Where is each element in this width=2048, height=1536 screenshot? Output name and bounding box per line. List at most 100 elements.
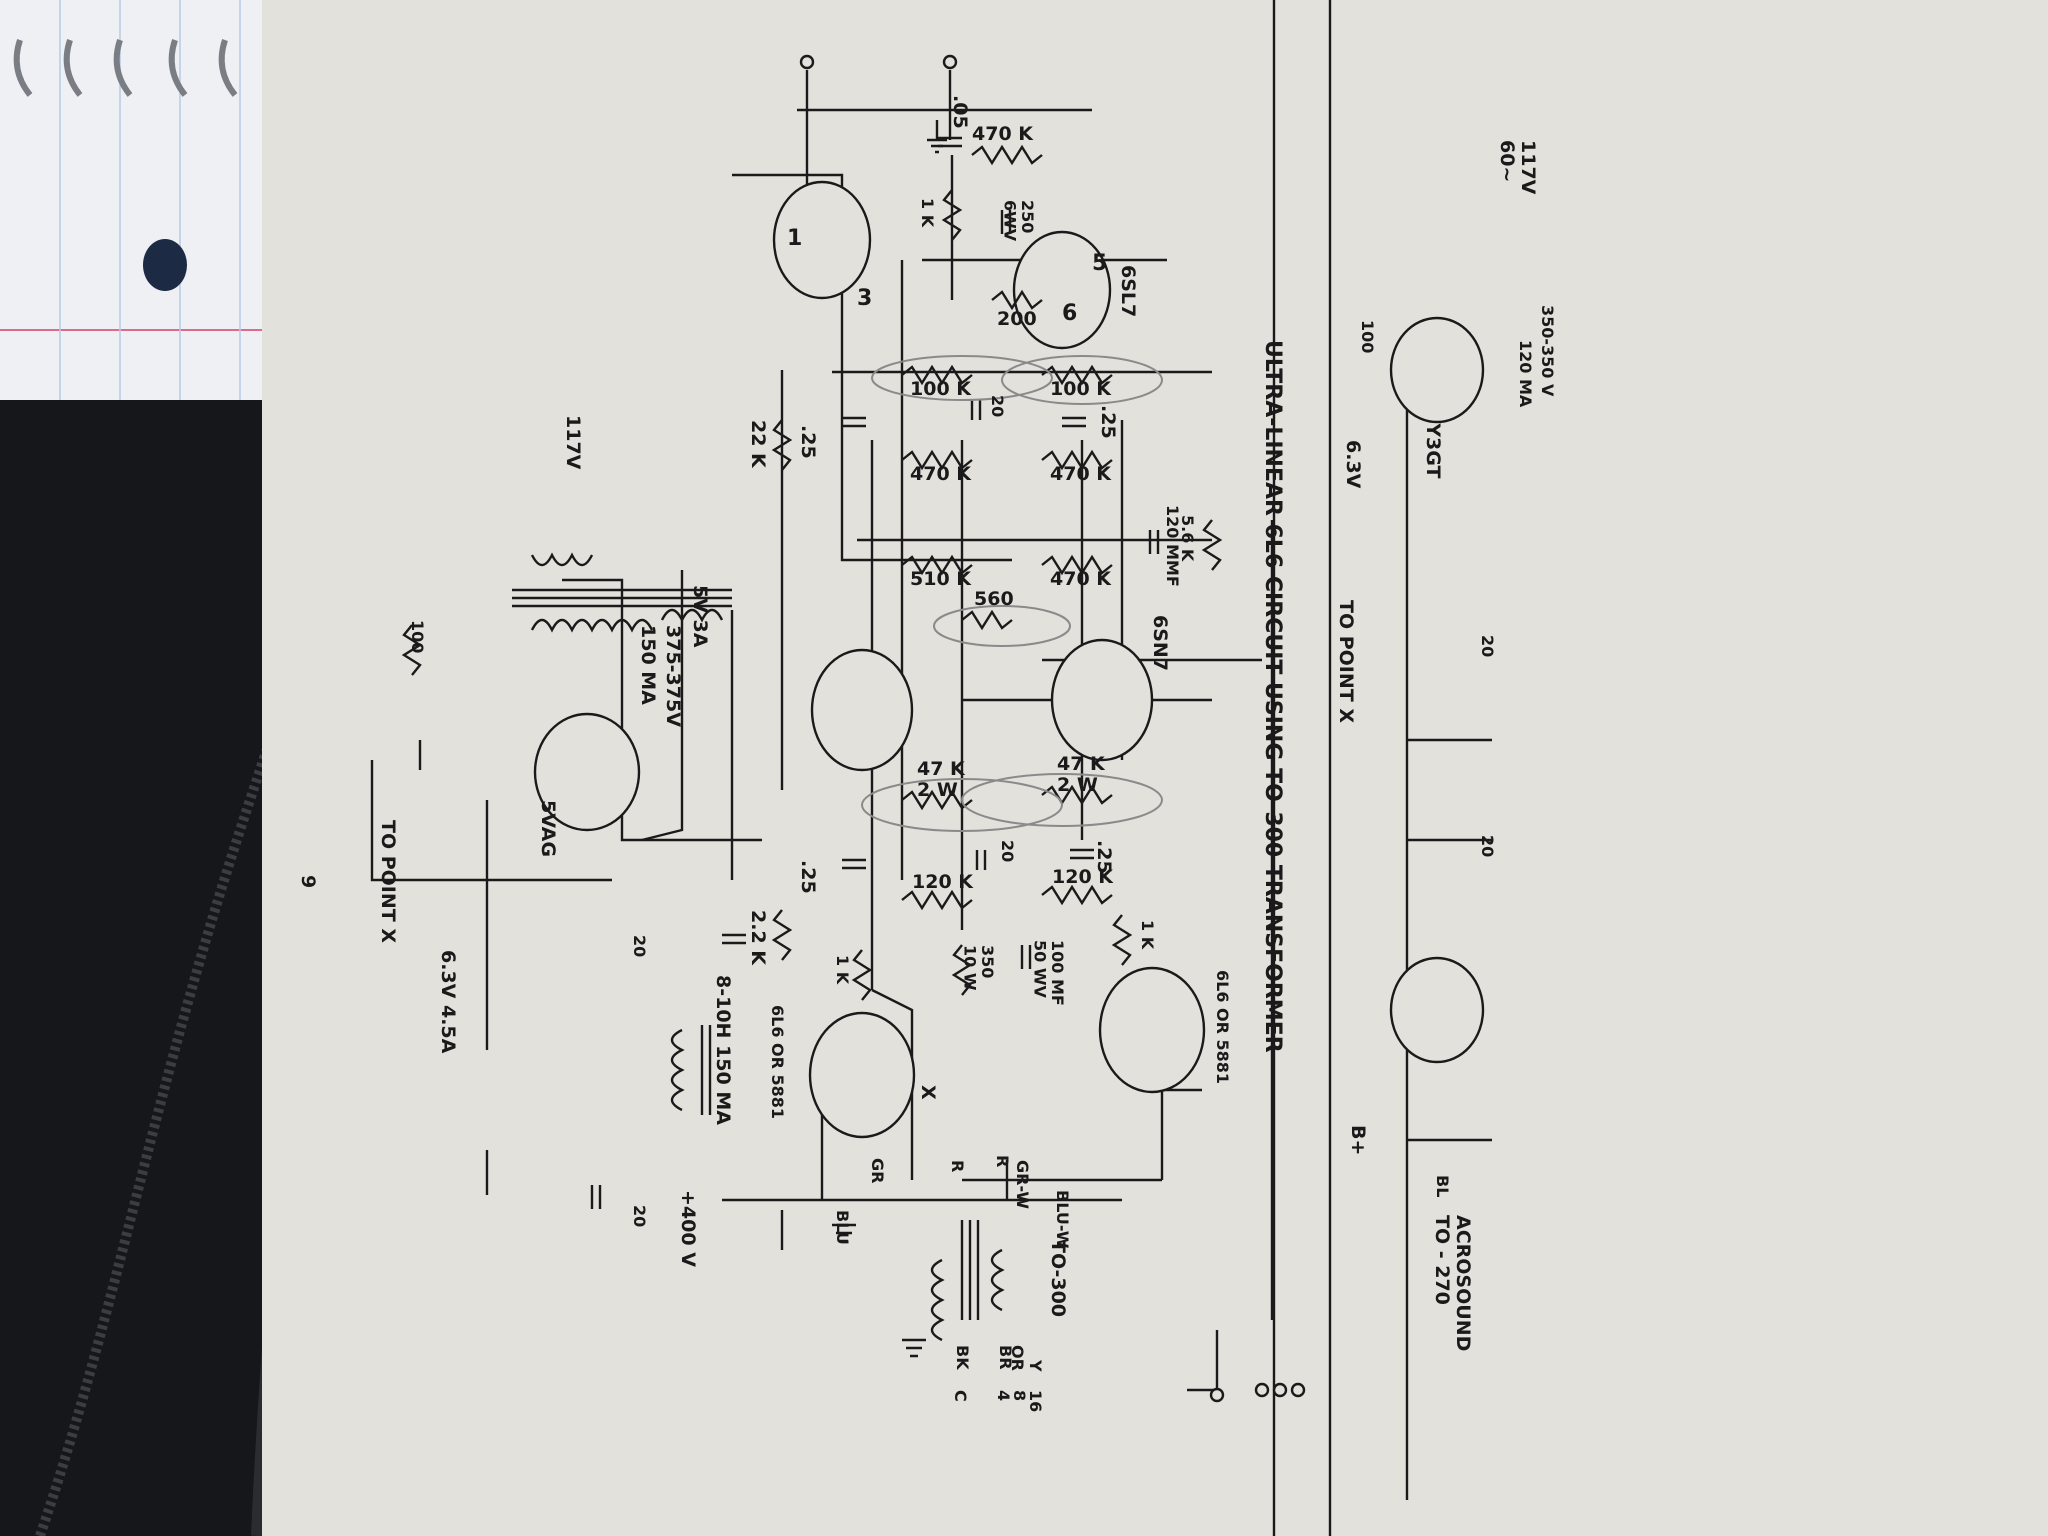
resistor-350: [951, 944, 973, 996]
speaker-terminal-c: [1209, 1387, 1225, 1403]
resistor-510k: [901, 554, 973, 576]
label-ps-5v: 5V 3A: [689, 585, 711, 648]
label-ps-hv: 375-375V: [662, 625, 684, 727]
capacitor-25-c: [842, 858, 866, 870]
pencil-circle-3: [933, 605, 1071, 647]
speaker-terminal-16: [1290, 1382, 1306, 1398]
power-supply-labels: 117V 5V 3A 375-375V 150 MA 5VAG 20 8-10H…: [377, 415, 734, 1267]
capacitor-20-a: [970, 400, 982, 420]
pencil-annotations: [861, 355, 1163, 832]
wiring: [370, 70, 1274, 1392]
tube-6sn7-left: [810, 648, 914, 772]
label-c-25-a: .25: [797, 425, 819, 459]
capacitor-100mf: [1020, 945, 1032, 969]
label-ps-c20-b: 20: [630, 1205, 649, 1227]
resistor-120k-a: [901, 889, 973, 911]
tube-6sl7-right: [1012, 230, 1112, 350]
resistor-470k-c: [1041, 554, 1113, 576]
label-ps-bplus: +400 V: [677, 1190, 699, 1267]
side-label-topoint: TO POINT X: [1335, 600, 1357, 723]
page-number: 9: [297, 875, 319, 888]
side-label-350: 350-350 V: [1538, 305, 1557, 397]
label-r-1k-b: 1 K: [1138, 920, 1157, 950]
side-label-117v: 117V60~: [1496, 140, 1539, 195]
tube-6l6-a: [808, 1011, 916, 1139]
label-r-350: 35010 W: [960, 945, 997, 991]
label-ps-choke: 8-10H 150 MA: [712, 975, 734, 1125]
label-r-470k-b: 470 K: [1050, 463, 1112, 485]
label-ps-rect: 5VAG: [537, 800, 559, 857]
main-schematic: ULTRA-LINEAR 6L6 CIRCUIT USING TO-300 TR…: [297, 0, 1557, 1536]
label-wire-bluw: BLU-W: [1053, 1190, 1072, 1249]
label-wire-r-b: R: [993, 1155, 1012, 1167]
pencil-circle-5: [961, 773, 1163, 827]
ground-output: [902, 1338, 926, 1358]
ground-input: [927, 120, 947, 154]
label-tap-or: OR: [1008, 1345, 1027, 1371]
output-tubes: [808, 966, 1206, 1139]
label-c-20-b: 20: [998, 840, 1017, 862]
label-r-22k: 22 K: [747, 420, 769, 469]
capacitor-20-b: [975, 850, 987, 870]
speaker-terminal-8: [1272, 1382, 1288, 1398]
label-tube-out-b: 6L6 OR 5881: [1213, 970, 1232, 1084]
pencil-circle-2: [1001, 355, 1163, 405]
label-xfmr-out: TO-300: [1047, 1240, 1069, 1317]
side-tube-output: [1389, 956, 1485, 1064]
label-x-point: X: [917, 1085, 939, 1100]
label-wire-blu: BLU: [833, 1210, 852, 1245]
side-label-20a: 20: [1478, 635, 1497, 657]
label-r-560: 560: [974, 588, 1014, 610]
component-labels: .05 470 K 1 K 2506WV 200 6SL7 100 K 100 …: [747, 95, 1232, 1412]
side-tube-5y3: [1389, 316, 1485, 424]
capacitor-25-b: [1062, 416, 1086, 428]
label-c-120mmf: 120 MMF: [1163, 505, 1182, 587]
resistor-22k: [771, 419, 793, 471]
label-wire-grw: GR-W: [1013, 1160, 1032, 1209]
label-r-2-2k: 2.2 K: [747, 910, 769, 966]
label-wire-r-a: R: [948, 1160, 967, 1172]
label-r-5-6k: 5.6 K: [1178, 515, 1197, 562]
capacitor-120mmf: [1148, 530, 1160, 554]
manual-page: ULTRA-LINEAR 6L6 CIRCUIT USING TO-300 TR…: [262, 0, 2048, 1536]
pencil-mark-1: 1: [787, 226, 802, 251]
resistor-120k-b: [1041, 884, 1113, 906]
label-tap-bk: BK: [953, 1345, 972, 1370]
input-terminal-b: [799, 54, 815, 70]
label-tube-6sn7: 6SN7: [1149, 615, 1171, 671]
input-terminal-a: [942, 54, 958, 70]
label-wire-gr: GR: [868, 1158, 887, 1183]
label-c-25-b: .25: [1097, 405, 1119, 439]
side-label-5y3: 5Y3GT: [1422, 410, 1444, 478]
capacitors: [590, 136, 1160, 1209]
pencil-mark-5: 5: [1092, 251, 1107, 276]
label-ps-117v: 117V: [562, 415, 584, 470]
label-ps-pot: 100: [408, 620, 427, 653]
resistor-470k-b: [1041, 449, 1113, 471]
label-c-25-c: .25: [797, 860, 819, 894]
label-r-1k-a: 1 K: [833, 955, 852, 985]
label-term-16: 16: [1026, 1390, 1045, 1412]
label-tap-br: BR: [996, 1345, 1015, 1370]
resistor-1k-b: [1111, 914, 1133, 966]
side-label-63v: 6.3V: [1342, 440, 1364, 489]
side-title: ACROSOUNDTO - 270: [1431, 1215, 1474, 1351]
pencil-mark-6: 6: [1062, 301, 1077, 326]
power-transformer: [512, 552, 732, 633]
label-r-470k-c: 470 K: [1050, 568, 1112, 590]
side-wires: [1405, 400, 1492, 1500]
resistor-200: [991, 289, 1043, 311]
capacitor-25-d: [1070, 848, 1094, 860]
tube-6sn7: [810, 638, 1154, 772]
label-ps-topoint: TO POINT X: [377, 820, 399, 943]
label-c-05: .05: [949, 95, 971, 129]
resistor-2-2k: [771, 909, 793, 961]
resistor-470k-a: [901, 449, 973, 471]
pencil-mark-3: 3: [857, 286, 872, 311]
pencil-circle-1: [871, 355, 1053, 401]
label-r-1k-cath: 1 K: [918, 198, 937, 228]
tube-5vag: [533, 712, 641, 832]
